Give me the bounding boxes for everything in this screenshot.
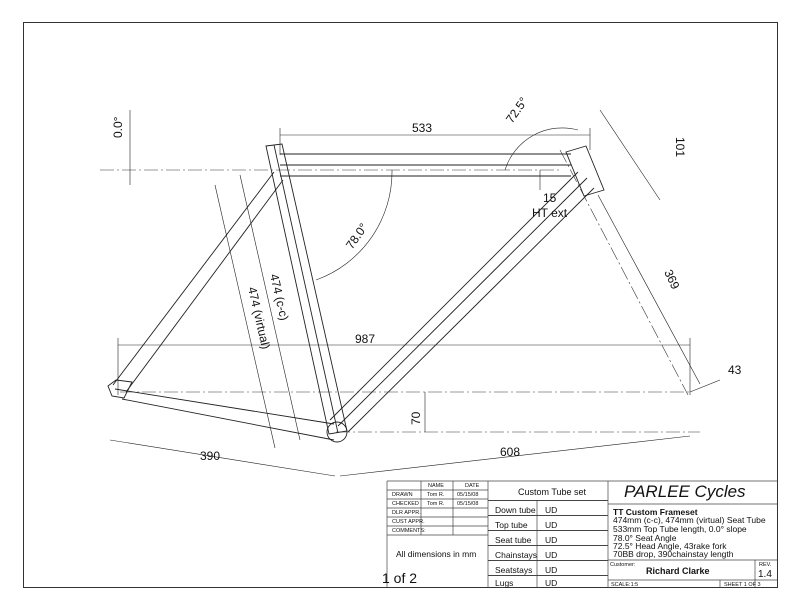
customer-label: Customer: bbox=[610, 562, 636, 568]
spec-line: 474mm (c-c), 474mm (virtual) Seat Tube bbox=[613, 515, 766, 525]
header-date: DATE bbox=[465, 483, 480, 489]
tube-name: Seatstays bbox=[495, 565, 533, 575]
tube-value: UD bbox=[545, 550, 558, 560]
down-tube bbox=[329, 171, 595, 433]
row-label: CHECKED bbox=[392, 501, 419, 507]
row-date: 05/15/08 bbox=[457, 501, 479, 507]
row-label: DLR APPR. bbox=[392, 510, 421, 516]
dim-bb-drop: 70 bbox=[409, 411, 423, 425]
rev-value: 1.4 bbox=[758, 569, 772, 580]
customer-name: Richard Clarke bbox=[646, 566, 710, 576]
dim-top-slope: 0.0° bbox=[111, 116, 125, 138]
row-name: Tom R. bbox=[427, 492, 445, 498]
tube-row: Chainstays UD bbox=[488, 545, 608, 563]
tube-name: Seat tube bbox=[495, 535, 532, 545]
dim-seat-cc: 474 (c-c) bbox=[267, 273, 291, 322]
spec-title: TT Custom Frameset bbox=[613, 507, 698, 517]
dim-chainstay: 390 bbox=[200, 449, 220, 463]
head-tube bbox=[565, 145, 605, 197]
sheet-border bbox=[23, 22, 778, 588]
tube-table: Down tube UD Top tube UD Seat tube UD Ch… bbox=[488, 500, 608, 588]
comments-text: All dimensions in mm bbox=[396, 549, 477, 559]
page-indicator: 1 of 2 bbox=[382, 570, 418, 586]
tube-row: Seat tube UD bbox=[488, 530, 608, 548]
title-block: NAME DATE DRAWN Tom R. 05/15/08 CHECKED … bbox=[382, 481, 777, 588]
dim-seat-angle: 78.0° bbox=[343, 220, 371, 251]
dim-wheelbase: 987 bbox=[355, 332, 375, 346]
tube-name: Top tube bbox=[495, 520, 528, 530]
comments-label: COMMENTS: bbox=[392, 528, 426, 534]
dim-head-angle: 72.5° bbox=[503, 94, 531, 125]
tube-set-title: Custom Tube set bbox=[518, 487, 587, 497]
row-label: DRAWN bbox=[392, 492, 413, 498]
dim-front-center: 608 bbox=[500, 445, 520, 459]
dim-ht-ext-value: 15 bbox=[543, 191, 557, 205]
tube-name: Lugs bbox=[495, 578, 514, 588]
dim-seat-virtual: 474 (virtual) bbox=[245, 286, 273, 351]
tube-value: UD bbox=[545, 505, 558, 515]
chain-stays bbox=[107, 379, 335, 441]
tube-row: Top tube UD bbox=[488, 515, 608, 533]
dim-ht-ext-label: HT ext bbox=[532, 206, 568, 220]
spec-line: 78.0° Seat Angle bbox=[613, 533, 677, 543]
spec-line: 72.5° Head Angle, 43rake fork bbox=[613, 541, 727, 551]
scale-text: SCALE:1:5 bbox=[611, 582, 639, 588]
top-tube bbox=[280, 153, 571, 177]
tube-name: Chainstays bbox=[495, 550, 538, 560]
dim-fork: 369 bbox=[661, 267, 682, 291]
tube-value: UD bbox=[545, 520, 558, 530]
tube-row: Seatstays UD bbox=[488, 560, 608, 578]
row-label: CUST APPR. bbox=[392, 519, 425, 525]
spec-line: 70BB drop, 390chainstay length bbox=[613, 549, 734, 559]
row-name: Tom R. bbox=[427, 501, 445, 507]
brand-name: PARLEE Cycles bbox=[624, 482, 746, 501]
dim-head-tube: 101 bbox=[673, 137, 687, 157]
rev-label: REV. bbox=[759, 562, 772, 568]
dim-rake: 43 bbox=[728, 363, 742, 377]
tube-value: UD bbox=[545, 565, 558, 575]
sheet-text: SHEET 1 OF 3 bbox=[724, 582, 761, 588]
seat-stays bbox=[112, 171, 284, 393]
tube-value: UD bbox=[545, 578, 558, 588]
dim-top-tube: 533 bbox=[412, 121, 432, 135]
tube-value: UD bbox=[545, 535, 558, 545]
tube-name: Down tube bbox=[495, 505, 536, 515]
tube-row: Down tube UD bbox=[488, 500, 608, 518]
tube-row: Lugs UD bbox=[488, 575, 608, 589]
header-name: NAME bbox=[428, 483, 444, 489]
row-date: 05/15/08 bbox=[457, 492, 479, 498]
spec-line: 533mm Top Tube length, 0.0° slope bbox=[613, 524, 747, 534]
